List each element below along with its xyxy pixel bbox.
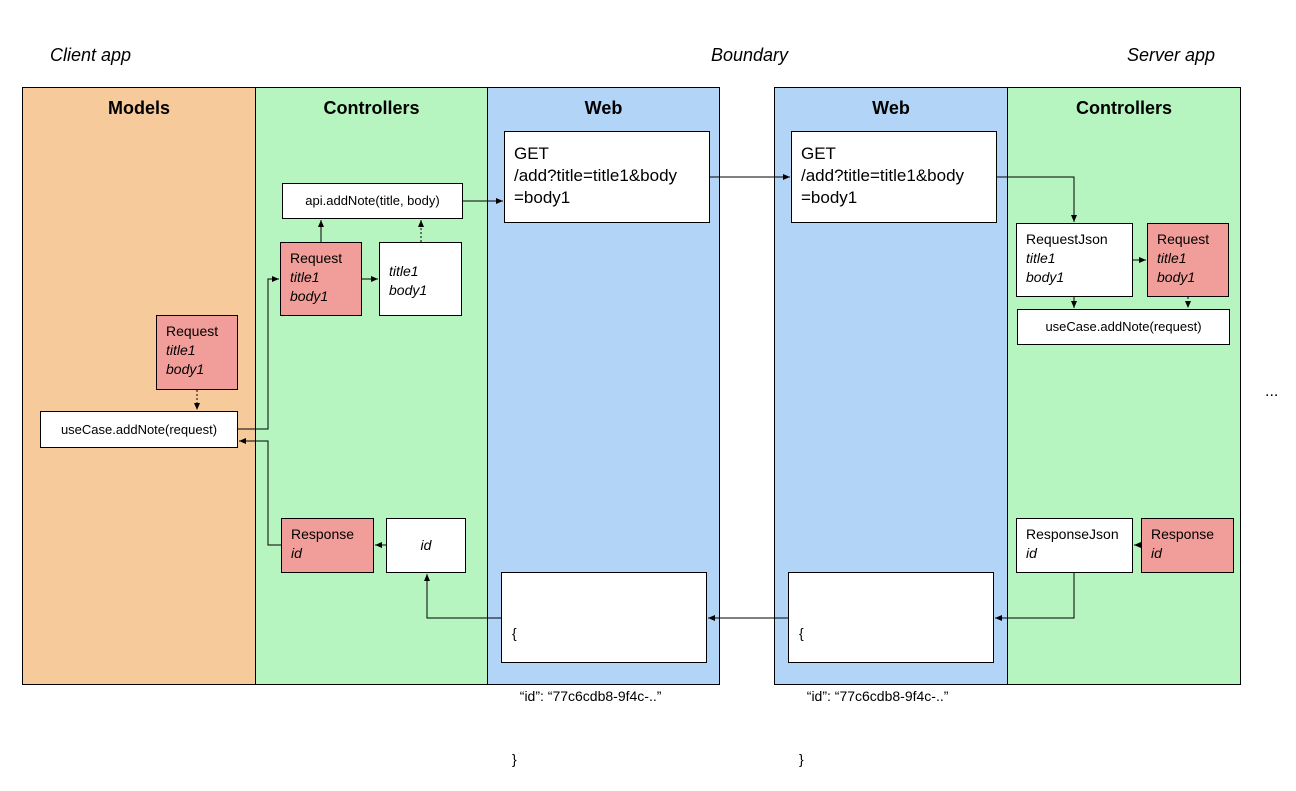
controllers-params-box: title1 body1 (379, 242, 462, 316)
api-addnote-call-box: api.addNote(title, body) (282, 183, 463, 219)
usecase-addnote-call-box: useCase.addNote(request) (40, 411, 238, 448)
json-close: } (512, 751, 517, 767)
request-title: Request (1157, 231, 1210, 247)
http-path-cont: =body1 (514, 188, 571, 207)
param-title: title1 (389, 263, 419, 279)
controllers-response-box: Response id (281, 518, 374, 573)
server-usecase-addnote-call-box: useCase.addNote(request) (1017, 309, 1230, 345)
http-path-cont: =body1 (801, 188, 858, 207)
client-get-request-box: GET /add?title=title1&body =body1 (504, 131, 710, 223)
request-field-title: title1 (1157, 250, 1187, 266)
server-response-json-box: ResponseJson id (1016, 518, 1133, 573)
response-title: Response (291, 526, 355, 542)
boundary-label: Boundary (711, 45, 789, 65)
server-get-request-box: GET /add?title=title1&body =body1 (791, 131, 997, 223)
server-controllers-column: Controllers (1007, 87, 1241, 685)
controllers-request-box: Request title1 body1 (280, 242, 362, 316)
http-method: GET (514, 144, 549, 163)
http-method: GET (801, 144, 836, 163)
request-field-title: title1 (290, 269, 320, 285)
request-json-field-body: body1 (1026, 269, 1065, 285)
request-json-field-title: title1 (1026, 250, 1056, 266)
server-request-json-box: RequestJson title1 body1 (1016, 223, 1133, 297)
server-json-response-box: { “id”: “77c6cdb8-9f4c-..” } (788, 572, 994, 767)
request-field-body: body1 (166, 361, 205, 377)
models-column-title: Models (107, 98, 170, 118)
response-json-field-id: id (1026, 545, 1037, 561)
server-app-label: Server app (1127, 45, 1216, 65)
response-json-title: ResponseJson (1026, 526, 1119, 542)
ellipsis-label: ... (1265, 383, 1279, 400)
client-controllers-column: Controllers (255, 87, 488, 685)
request-title: Request (166, 323, 219, 339)
http-path: /add?title=title1&body (514, 166, 678, 185)
client-web-column-title: Web (584, 98, 623, 118)
json-id-line: “id”: “77c6cdb8-9f4c-..” (799, 688, 949, 704)
param-body: body1 (389, 282, 428, 298)
client-json-response-box: { “id”: “77c6cdb8-9f4c-..” } (501, 572, 707, 767)
json-open: { (512, 625, 517, 641)
json-id-line: “id”: “77c6cdb8-9f4c-..” (512, 688, 662, 704)
server-web-column-title: Web (872, 98, 910, 118)
server-request-box: Request title1 body1 (1147, 223, 1229, 297)
controllers-id-box: id (386, 518, 466, 573)
json-open: { (799, 625, 804, 641)
http-path: /add?title=title1&body (801, 166, 965, 185)
request-title: Request (290, 250, 343, 266)
response-field-id: id (1151, 545, 1162, 561)
request-json-title: RequestJson (1026, 231, 1108, 247)
server-controllers-column-title: Controllers (1075, 98, 1172, 118)
server-response-box: Response id (1141, 518, 1234, 573)
request-field-body: body1 (1157, 269, 1196, 285)
response-title: Response (1151, 526, 1215, 542)
json-close: } (799, 751, 804, 767)
response-field-id: id (291, 545, 302, 561)
client-controllers-column-title: Controllers (323, 98, 420, 118)
request-field-title: title1 (166, 342, 196, 358)
models-request-box: Request title1 body1 (156, 315, 238, 390)
client-app-label: Client app (50, 45, 132, 65)
request-field-body: body1 (290, 288, 329, 304)
